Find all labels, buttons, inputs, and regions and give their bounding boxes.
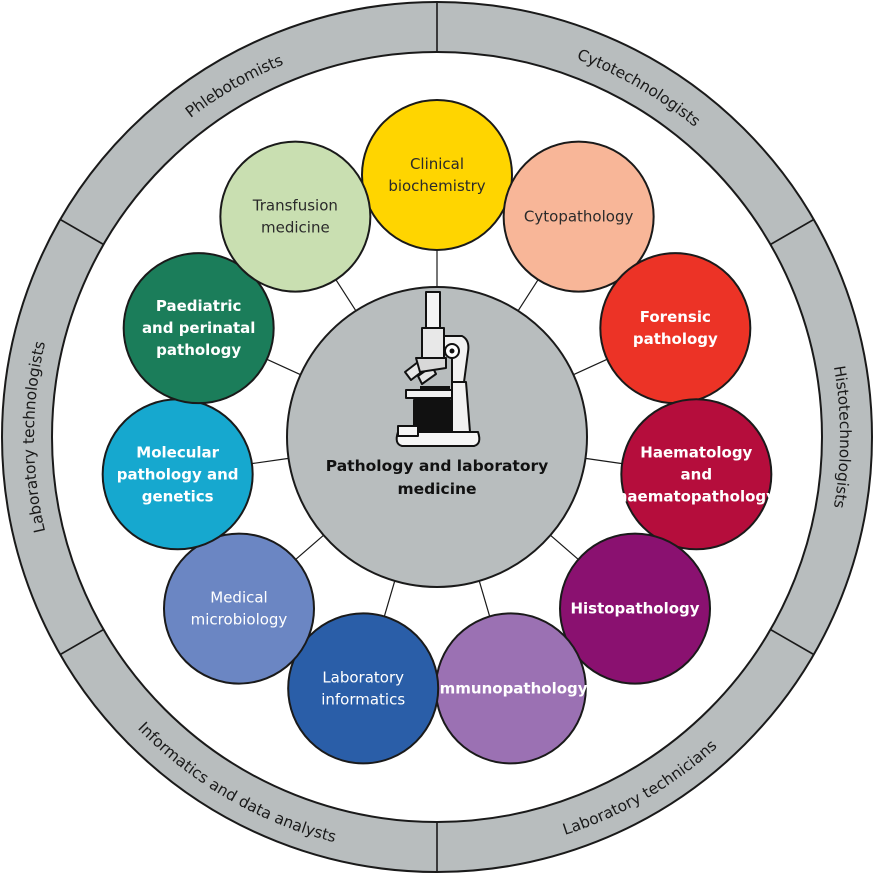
connector-spoke [383,580,396,617]
connector-spokes [251,250,623,617]
specialty-label-line: and perinatal [142,319,255,337]
specialty-label-line: informatics [321,690,405,708]
specialty-label: Clinical biochemistry [388,155,485,195]
specialty-circle [287,612,440,765]
connector-spoke [335,279,357,312]
microscope-icon [395,291,481,447]
specialty-node-molecular-pathology: Molecular pathology and genetics [101,398,254,551]
ring-divider [59,218,104,246]
specialty-circle [502,140,655,293]
specialty-label: Transfusion medicine [252,197,338,237]
connector-spoke [549,534,579,560]
connector-spoke [573,358,608,376]
specialty-label-line: Immunopathology [434,679,588,697]
center-hub: Pathology and laboratory medicine [286,286,588,588]
specialty-circle [559,532,712,685]
specialty-label-line: pathology and [117,465,239,483]
center-label-line: medicine [397,480,476,498]
specialty-label-line: and [681,465,713,483]
specialty-label-line: Paediatric [156,297,242,315]
specialty-label: Molecular pathology and genetics [117,443,239,505]
specialty-label-line: Medical [210,589,267,607]
specialty-node-paediatric-pathology: Paediatric and perinatal pathology [122,252,275,405]
specialty-label: Immunopathology [434,679,588,697]
ring-divider [770,218,815,246]
connector-spoke [517,279,539,312]
specialty-node-cytopathology: Cytopathology [502,140,655,293]
ring-divider [59,628,104,656]
specialty-circle [361,99,513,251]
center-label: Pathology and laboratory medicine [326,457,548,498]
connector-spoke [251,457,289,465]
specialty-circle [620,398,773,551]
specialty-label-line: Laboratory [322,668,404,686]
specialty-nodes: Clinical biochemistryCytopathologyForensi… [101,99,776,765]
specialty-label: Haematology and haematopathology [617,443,776,505]
specialty-node-immunopathology: Immunopathology [434,612,588,765]
specialty-node-haematology: Haematology and haematopathology [617,398,776,551]
specialty-label-line: pathology [156,341,241,359]
connector-spoke [266,358,301,376]
connector-spoke [295,534,325,560]
specialty-label-line: Cytopathology [524,208,634,226]
specialty-label-line: microbiology [191,611,288,629]
specialty-label-line: Haematology [640,443,752,461]
specialty-node-medical-microbiology: Medical microbiology [162,532,315,685]
specialty-label-line: pathology [633,330,718,348]
specialty-label-line: Transfusion [252,197,338,215]
specialty-node-forensic-pathology: Forensic pathology [599,252,752,405]
specialty-label: Histopathology [570,600,699,618]
specialty-label-line: Histopathology [570,600,699,618]
connector-spoke [478,580,491,617]
specialty-label-line: medicine [261,219,330,237]
specialty-label: Paediatric and perinatal pathology [142,297,255,359]
center-label-line: Pathology and laboratory [326,457,548,475]
specialty-node-transfusion-medicine: Transfusion medicine [219,140,372,293]
specialty-node-clinical-biochemistry: Clinical biochemistry [361,99,513,251]
specialty-circle [162,532,315,685]
specialty-label-line: Clinical [410,155,464,173]
specialty-label: Cytopathology [524,208,634,226]
specialty-label-line: Forensic [640,308,711,326]
specialty-node-laboratory-informatics: Laboratory informatics [287,612,440,765]
connector-spoke [585,457,623,465]
specialty-label-line: Molecular [136,443,219,461]
specialty-label: Laboratory informatics [321,668,405,708]
specialty-label-line: biochemistry [388,177,485,195]
specialty-label-line: genetics [142,487,214,505]
specialty-label: Medical microbiology [191,589,288,629]
specialty-circle [599,252,752,405]
ring-divider [770,628,815,656]
specialty-label-line: haematopathology [617,487,776,505]
specialty-node-histopathology: Histopathology [559,532,712,685]
specialty-circle [219,140,372,293]
specialty-circle [122,252,275,405]
specialty-label: Forensic pathology [633,308,718,348]
